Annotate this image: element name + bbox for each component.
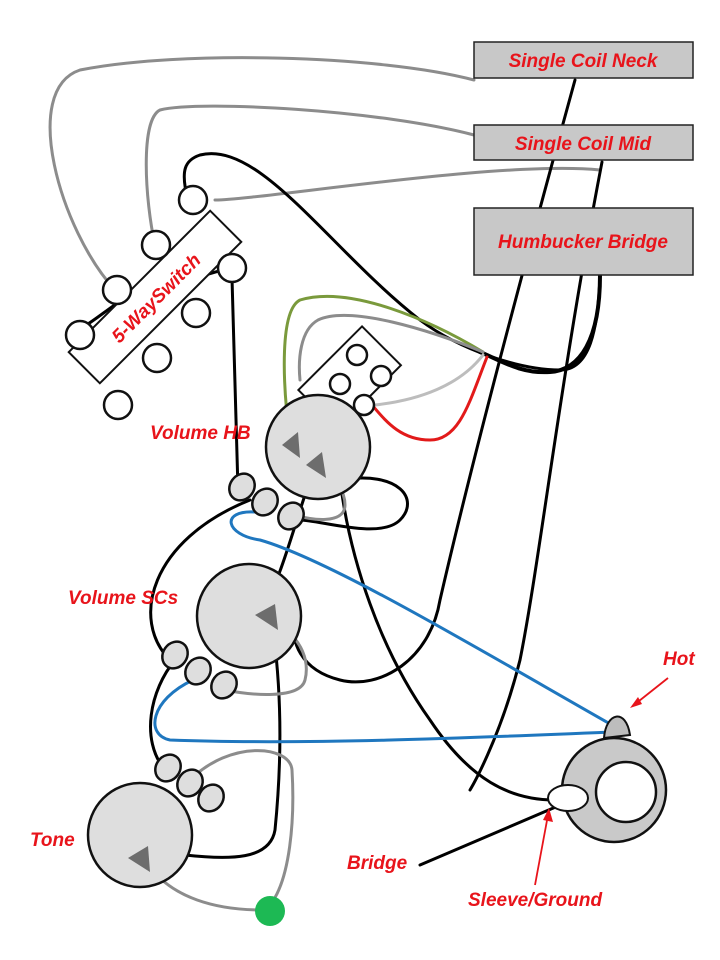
switch-lug [177, 184, 209, 216]
switch-lug [180, 297, 212, 329]
tone-pot [86, 753, 225, 889]
tone-pointer [128, 846, 150, 872]
switch-to-volhb-black-wire [230, 276, 240, 492]
tone-cap-gray-wire [188, 749, 295, 907]
volume-scs-label: Volume SCs [68, 588, 178, 609]
pickup-single-coil-mid: Single Coil Mid [473, 124, 694, 161]
volume-hb-pot [228, 393, 372, 531]
jack-sleeve-lug [547, 784, 589, 812]
volsc-lug [161, 640, 189, 670]
pickup-neck-label: Single Coil Neck [509, 51, 659, 72]
switch-lug [141, 342, 173, 374]
pickup-humbucker-bridge: Humbucker Bridge [473, 207, 694, 276]
coil-switch-lug [369, 364, 393, 388]
hb-green-wire [282, 295, 485, 442]
volsc-to-tone-black-wire [183, 608, 282, 859]
output-jack [547, 715, 668, 844]
volhb-lug [251, 487, 279, 517]
volhb-lug [228, 472, 256, 502]
mid-return-gray-wire [213, 166, 602, 202]
jack-hot-lug [602, 715, 632, 740]
volsc-gray-wire [223, 628, 308, 696]
volsc-pointer [255, 604, 278, 630]
sleeve-ground-arrow [534, 808, 553, 886]
tone-lug [154, 753, 182, 783]
volhb-pointer-2 [306, 452, 326, 478]
volsc-lug [184, 656, 212, 686]
hot-label: Hot [663, 649, 695, 670]
switch-lug [101, 274, 133, 306]
tone-capacitor-dot [255, 896, 285, 926]
volhb-to-jack-black-wire [338, 478, 557, 802]
pickup-single-coil-neck: Single Coil Neck [473, 41, 694, 79]
bridge-ground-black-wire [418, 804, 560, 867]
coil-switch-lug [328, 372, 352, 396]
humbucker-black-wire [478, 273, 602, 375]
bridge-label: Bridge [347, 853, 408, 874]
volsc-hot-blue-wire [153, 678, 614, 744]
hb-lightgray-wire [373, 353, 485, 407]
volume-hb-label: Volume HB [150, 423, 251, 444]
volhb-lug [277, 501, 305, 531]
volhb-hot-blue-wire [229, 510, 614, 727]
pickup-mid-label: Single Coil Mid [515, 134, 652, 155]
left-ground-black-wire [149, 498, 252, 662]
switch-lug [102, 389, 134, 421]
volhb-pointer [282, 432, 300, 458]
coil-switch-lug [345, 343, 369, 367]
volhb-ground-black-wire [298, 476, 409, 531]
volume-scs-pot [161, 562, 303, 700]
pickup-bridge-label: Humbucker Bridge [498, 232, 668, 253]
tone-lug [176, 768, 204, 798]
hb-gray-wire [297, 313, 485, 382]
switch-lug [216, 252, 248, 284]
hot-arrow [630, 677, 669, 708]
mid-black-lead [468, 160, 604, 792]
tone-lug [197, 783, 225, 813]
tone-label: Tone [30, 830, 75, 851]
five-way-switch: 5-WaySwitch [64, 184, 248, 421]
switch-lug [140, 229, 172, 261]
switch-lug [64, 319, 96, 351]
sleeve-ground-label: Sleeve/Ground [468, 890, 602, 911]
coil-switch-lug [352, 393, 376, 417]
hb-red-wire [370, 355, 489, 442]
mid-pickup-gray-wire [144, 104, 476, 247]
neck-pickup-gray-wire [48, 56, 476, 292]
volsc-lug [210, 670, 238, 700]
